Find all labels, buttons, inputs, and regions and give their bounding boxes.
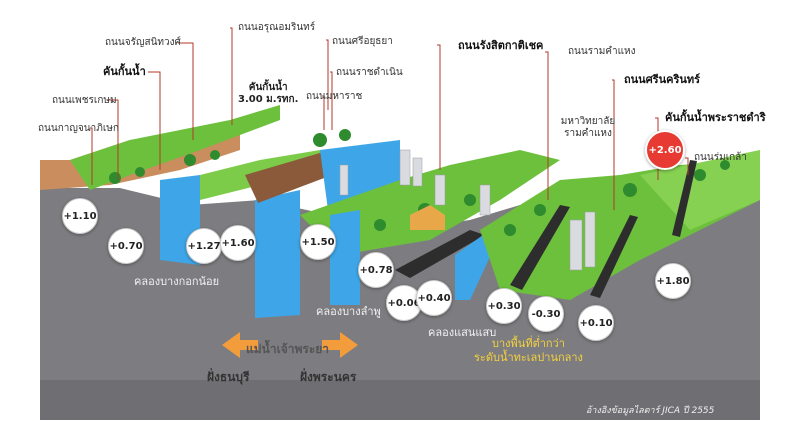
label-samsen: ถนนศรีอยุธยา bbox=[332, 36, 393, 47]
elevation-bubble: -0.30 bbox=[528, 296, 564, 332]
grass-left bbox=[70, 105, 280, 190]
elevation-bubble: +1.10 bbox=[62, 198, 98, 234]
road-ramkhamhaeng bbox=[510, 205, 570, 290]
leader-lines bbox=[90, 27, 689, 210]
river-chao-phraya bbox=[255, 190, 300, 318]
river-label: แม่น้ำเจ้าพระยา bbox=[246, 342, 330, 356]
wall-label-line1: คันกั้นน้ำ bbox=[248, 82, 288, 93]
source-caption: อ้างอิงข้อมูลไลดาร์ JICA ปี 2555 bbox=[586, 406, 715, 416]
label-rom-klao: ถนนร่มเกล้า bbox=[694, 152, 747, 163]
label-ratchadamnoen: ถนนราชดำเนิน bbox=[336, 67, 403, 78]
elevation-bubble: +0.78 bbox=[358, 252, 394, 288]
canal-label-saen-saep: คลองแสนแสบ bbox=[428, 326, 497, 339]
arrow-left bbox=[222, 332, 258, 358]
elevation-bubble: +1.50 bbox=[300, 224, 336, 260]
road-romklao bbox=[672, 160, 697, 237]
arrow-right bbox=[322, 332, 358, 358]
ground-shadow bbox=[40, 188, 760, 420]
elevation-bubble: +0.70 bbox=[108, 228, 144, 264]
label-maharaj: ถนนมหาราช bbox=[306, 91, 363, 102]
canal-label-bangkok-noi: คลองบางกอกน้อย bbox=[134, 275, 220, 288]
label-dike-left: คันกั้นน้ำ bbox=[103, 65, 146, 78]
label-kanchanaphisek: ถนนกาญจนาภิเษก bbox=[38, 123, 119, 134]
elevation-bubble: +0.40 bbox=[416, 280, 452, 316]
label-dike-right: คันกั้นน้ำพระราชดำริ bbox=[665, 111, 766, 124]
canal-bang-lamphu bbox=[330, 210, 360, 305]
note-line1: บางพื้นที่ต่ำกว่า bbox=[492, 337, 565, 350]
elevation-bubble: +1.80 bbox=[655, 263, 691, 299]
elevation-bubble: +0.10 bbox=[578, 305, 614, 341]
label-charansanitwong: ถนนจรัญสนิทวงศ์ bbox=[105, 37, 181, 48]
buildings bbox=[339, 149, 596, 271]
dike-wall bbox=[245, 150, 332, 203]
note-line2: ระดับน้ำทะเลปานกลาง bbox=[474, 351, 583, 364]
grass-right-far bbox=[640, 150, 760, 230]
road-srinakarin bbox=[590, 215, 638, 298]
label-srinakarin: ถนนศรีนครินทร์ bbox=[624, 73, 701, 86]
label-ramkhamhaeng: ถนนรามคำแหง bbox=[568, 46, 636, 57]
grass-center bbox=[300, 150, 560, 255]
bank-thonburi: ฝั่งธนบุรี bbox=[207, 370, 250, 384]
label-phet-kasem: ถนนเพชรเกษม bbox=[52, 95, 117, 106]
elevation-bubble-highlight: +2.60 bbox=[645, 130, 685, 170]
elevation-bubble: +0.06 bbox=[386, 285, 422, 321]
canal-label-bang-lamphu: คลองบางลำพู bbox=[316, 305, 381, 318]
elevation-bubble: +0.30 bbox=[486, 288, 522, 324]
bank-phra-nakhon: ฝั่งพระนคร bbox=[300, 370, 357, 384]
wall-label-line2: 3.00 ม.รทก. bbox=[238, 94, 299, 105]
below-sea-level-note: บางพื้นที่ต่ำกว่า ระดับน้ำทะเลปานกลาง bbox=[474, 337, 583, 365]
road-center bbox=[395, 230, 485, 278]
wall-label: คันกั้นน้ำ 3.00 ม.รทก. bbox=[238, 82, 298, 106]
elevation-bubble: +1.60 bbox=[220, 225, 256, 261]
house bbox=[410, 205, 445, 230]
label-university: มหาวิทยาลัย รามคำแหง bbox=[560, 116, 616, 139]
label-arun-amarin: ถนนอรุณอมรินทร์ bbox=[238, 22, 316, 33]
elevation-bubble: +1.27 bbox=[186, 228, 222, 264]
label-rangsit: ถนนรังสิตกาติเชค bbox=[458, 39, 544, 52]
